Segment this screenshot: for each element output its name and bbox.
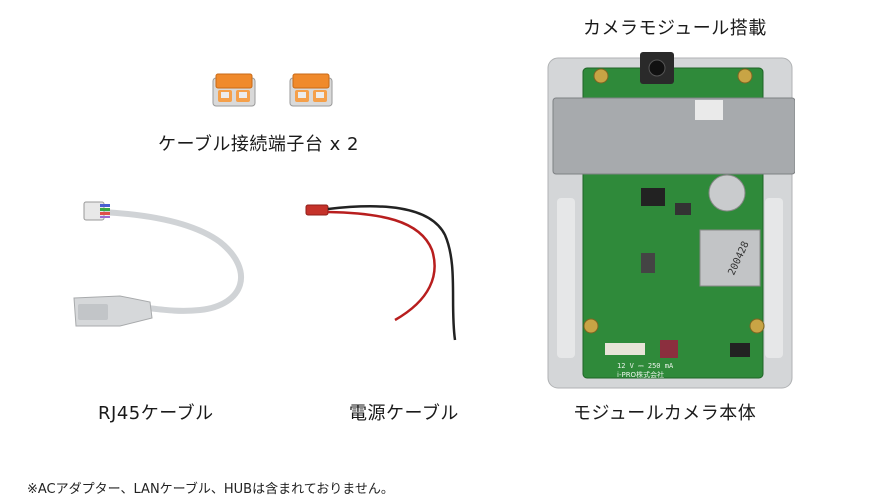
board-power-spec: 12 V ⎓ 250 mA: [617, 362, 674, 370]
power-cable-image: [300, 195, 470, 345]
rj45-label: RJ45ケーブル: [98, 403, 214, 424]
camera-label: カメラモジュール搭載: [583, 18, 767, 39]
rj45-cable-image: [70, 190, 260, 340]
board-maker-print: i-PRO株式会社: [617, 371, 665, 379]
terminal-block-right: [289, 72, 333, 108]
terminal-block-left: [212, 72, 256, 108]
module-camera-image: 200428 12 V ⎓ 250 mA i-PRO株式会社: [545, 48, 796, 390]
footnote: ※ACアダプター、LANケーブル、HUBは含まれておりません。: [27, 482, 394, 497]
module-label: モジュールカメラ本体: [573, 403, 757, 424]
connector-label: ケーブル接続端子台 x 2: [158, 134, 359, 155]
power-label: 電源ケーブル: [349, 403, 459, 424]
